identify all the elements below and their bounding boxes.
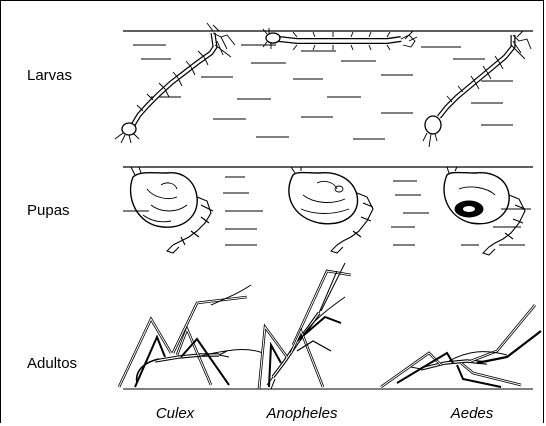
anopheles-adult [259,263,351,389]
culex-pupa [131,167,213,253]
row-label-pupas: Pupas [27,202,70,219]
aedes-pupa [444,167,525,255]
larvas-water-ripples [133,45,513,139]
row-label-larvas: Larvas [27,67,72,84]
column-label-culex: Culex [156,405,194,422]
aedes-adult [381,305,541,387]
column-label-aedes: Aedes [451,405,494,422]
anopheles-pupa [289,167,373,253]
aedes-larva [423,31,531,147]
row-label-adultos: Adultos [27,355,77,372]
column-label-anopheles: Anopheles [267,405,338,422]
culex-adult [119,285,263,387]
culex-larva [115,23,235,143]
